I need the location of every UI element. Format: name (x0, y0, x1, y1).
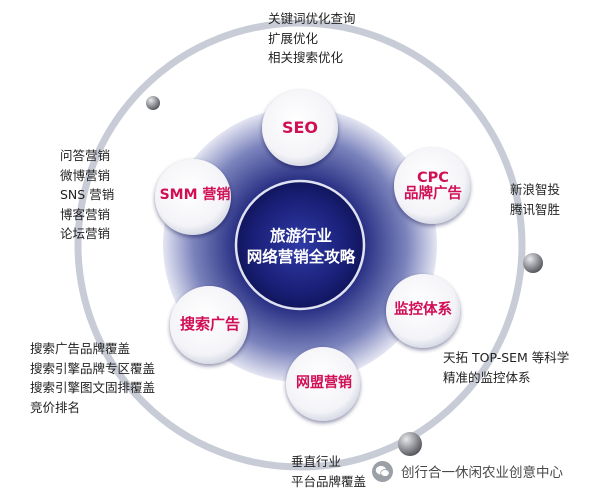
node-label-alliance: 网盟营销 (296, 375, 352, 391)
annotation-line: 竞价排名 (30, 399, 81, 415)
node-label-cpc: CPC 品牌广告 (404, 170, 462, 203)
orbit-ball (146, 96, 160, 110)
annotation-line: 博客营销 (60, 206, 111, 222)
watermark: 创行合一休闲农业创意中心 (372, 459, 563, 483)
annotation-line: 精准的监控体系 (443, 369, 531, 385)
annotation-smm: 问答营销 微博营销 SNS 营销 博客营销 论坛营销 (60, 146, 114, 244)
node-label-seo: SEO (281, 118, 319, 137)
center-title-line2: 网络营销全攻略 (246, 247, 356, 266)
annotation-line: 腾讯智胜 (510, 201, 561, 217)
annotation-line: 天拓 TOP-SEM 等科学 (443, 350, 570, 365)
node-search-ads (170, 286, 248, 364)
center-title-line1: 旅游行业 (269, 227, 332, 245)
annotation-line: 搜索引擎品牌专区覆盖 (30, 360, 156, 376)
node-cpc-brand-ads (394, 148, 470, 224)
wechat-icon (372, 460, 393, 482)
center-title: 旅游行业 网络营销全攻略 (241, 226, 361, 268)
watermark-text: 创行合一休闲农业创意中心 (401, 465, 563, 481)
orbit-ball (523, 253, 543, 273)
annotation-line: 相关搜索优化 (268, 50, 344, 65)
node-label-monitoring: 监控体系 (394, 302, 452, 318)
annotation-cpc: 新浪智投 腾讯智胜 (510, 180, 560, 219)
annotation-search-ads: 搜索广告品牌覆盖 搜索引擎品牌专区覆盖 搜索引擎图文固排覆盖 竞价排名 (30, 339, 155, 417)
annotation-line: 搜索广告品牌覆盖 (30, 341, 131, 356)
node-seo (262, 90, 338, 166)
node-label-search-ads: 搜索广告 (179, 315, 240, 333)
annotation-line: 微博营销 (60, 167, 111, 183)
center-circle (234, 179, 366, 311)
annotation-line: 搜索引擎图文固排覆盖 (30, 380, 156, 395)
node-monitoring-system (386, 274, 460, 348)
annotation-line: 垂直行业 (291, 454, 342, 469)
node-smm-marketing (155, 159, 231, 235)
node-alliance-marketing (286, 347, 360, 421)
annotation-line: SNS 营销 (60, 187, 115, 202)
annotation-monitoring: 天拓 TOP-SEM 等科学 精准的监控体系 (443, 348, 569, 387)
orbit-ball (398, 432, 422, 456)
node-label-smm: SMM 营销 (159, 187, 231, 203)
annotation-line: 新浪智投 (510, 182, 561, 197)
annotation-line: 关键词优化查询 (268, 11, 356, 26)
outer-orbit-ring (74, 19, 526, 471)
annotation-line: 论坛营销 (60, 226, 111, 241)
annotation-alliance: 垂直行业 平台品牌覆盖 (291, 452, 366, 491)
annotation-line: 扩展优化 (268, 30, 319, 46)
annotation-seo: 关键词优化查询 扩展优化 相关搜索优化 (268, 9, 356, 68)
annotation-line: 平台品牌覆盖 (291, 473, 367, 489)
annotation-line: 问答营销 (60, 148, 111, 163)
